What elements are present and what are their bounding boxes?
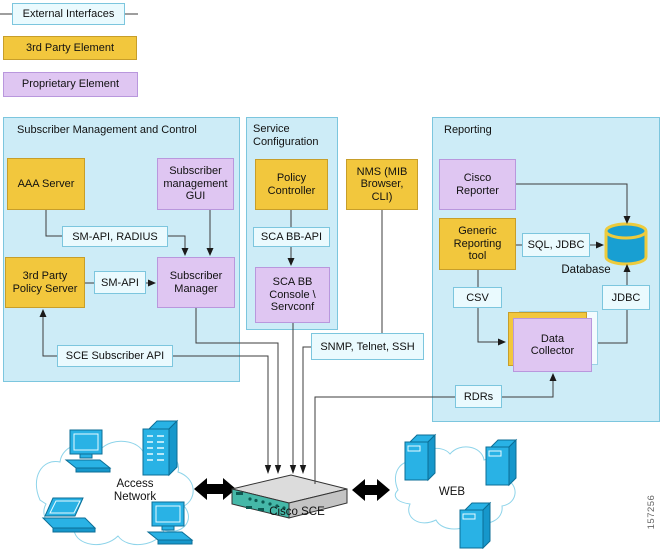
node-third-party-policy-server: 3rd Party Policy Server	[5, 257, 85, 308]
cisco-sce-label: Cisco SCE	[269, 506, 325, 518]
interface-csv: CSV	[453, 287, 502, 308]
database-icon	[604, 222, 648, 266]
group-title-smc: Subscriber Management and Control	[17, 124, 197, 136]
legend-third-party-element: 3rd Party Element	[3, 36, 137, 60]
access-network-label: Access Network	[113, 478, 157, 503]
group-title-reporting: Reporting	[444, 124, 492, 136]
interface-sql-jdbc: SQL, JDBC	[522, 233, 590, 257]
legend-external-interfaces: External Interfaces	[12, 3, 125, 25]
web-server-icon	[459, 502, 491, 549]
interface-sm-api: SM-API	[94, 271, 146, 294]
interface-snmp-telnet-ssh: SNMP, Telnet, SSH	[311, 333, 424, 360]
legend-proprietary-element: Proprietary Element	[3, 72, 138, 97]
interface-sca-bb-api: SCA BB-API	[253, 227, 330, 247]
web-server-icon	[485, 439, 517, 486]
node-subscriber-manager: Subscriber Manager	[157, 257, 235, 308]
figure-id: 157256	[646, 494, 657, 530]
node-subscriber-management-gui: Subscriber management GUI	[157, 158, 234, 210]
interface-sce-subscriber-api: SCE Subscriber API	[57, 345, 173, 367]
double-arrow-access-to-sce	[194, 478, 236, 500]
cisco-sce-device-icon	[231, 474, 348, 519]
node-nms: NMS (MIB Browser, CLI)	[346, 159, 418, 210]
node-sca-bb-console: SCA BB Console \ Servconf	[255, 267, 330, 323]
server-tower-icon	[142, 420, 178, 476]
web-label: WEB	[438, 486, 466, 498]
database-label: Database	[561, 264, 611, 276]
node-data-collector: Data Collector	[513, 318, 592, 372]
node-policy-controller: Policy Controller	[255, 159, 328, 210]
interface-rdrs: RDRs	[455, 385, 502, 408]
node-generic-reporting-tool: Generic Reporting tool	[439, 218, 516, 270]
arrowheads	[39, 216, 631, 474]
interface-sm-api-radius: SM-API, RADIUS	[62, 226, 168, 247]
node-aaa-server: AAA Server	[7, 158, 85, 210]
web-server-icon	[404, 434, 436, 481]
node-cisco-reporter: Cisco Reporter	[439, 159, 516, 210]
interface-jdbc: JDBC	[602, 285, 650, 310]
double-arrow-sce-to-web	[352, 479, 390, 501]
group-title-service-configuration: Service Configuration	[253, 123, 319, 148]
